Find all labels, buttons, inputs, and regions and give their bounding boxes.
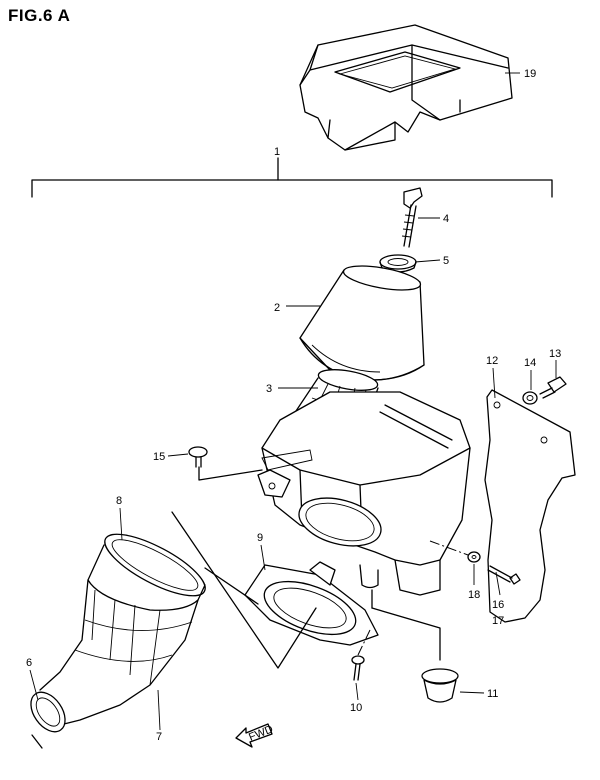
part-grommet-11 [421, 668, 459, 703]
callout-9: 9 [257, 532, 263, 544]
callout-8: 8 [116, 495, 122, 507]
callout-5: 5 [443, 255, 449, 267]
callout-10: 10 [350, 702, 362, 714]
callout-4: 4 [443, 213, 449, 225]
assembly-bracket [31, 157, 553, 198]
part-cover [299, 24, 513, 151]
figure-title: FIG.6 A [8, 6, 71, 25]
part-airbox-body [257, 391, 471, 596]
part-heat-shield [484, 389, 576, 623]
part-wing-bolt [401, 187, 423, 248]
fwd-label: FWD [247, 723, 275, 744]
part-screw-15 [188, 446, 263, 481]
part-intake-boot [30, 533, 206, 749]
part-bolt-16 [487, 565, 521, 585]
part-adapter-9 [244, 561, 441, 661]
callout-11: 11 [487, 688, 498, 700]
part-washer-18 [467, 551, 481, 563]
leader-lines [29, 72, 557, 731]
part-bolt-13 [539, 376, 567, 399]
callout-12: 12 [486, 355, 498, 367]
part-filter-element [299, 265, 425, 381]
callout-16: 16 [492, 599, 504, 611]
callout-labels: 1 2 3 4 5 6 7 8 9 10 11 12 13 14 15 16 1… [26, 68, 561, 743]
callout-15: 15 [153, 451, 165, 463]
callout-13: 13 [549, 348, 561, 360]
callout-18: 18 [468, 589, 480, 601]
callout-19: 19 [524, 68, 536, 80]
callout-2: 2 [274, 302, 280, 314]
part-washer-14 [522, 391, 538, 405]
callout-6: 6 [26, 657, 32, 669]
fwd-arrow: FWD [235, 723, 275, 748]
callout-3: 3 [266, 383, 272, 395]
callout-17: 17 [492, 615, 504, 627]
callout-7: 7 [156, 731, 162, 743]
part-screw-10 [351, 629, 371, 681]
callout-14: 14 [524, 357, 536, 369]
callout-1: 1 [274, 146, 280, 158]
